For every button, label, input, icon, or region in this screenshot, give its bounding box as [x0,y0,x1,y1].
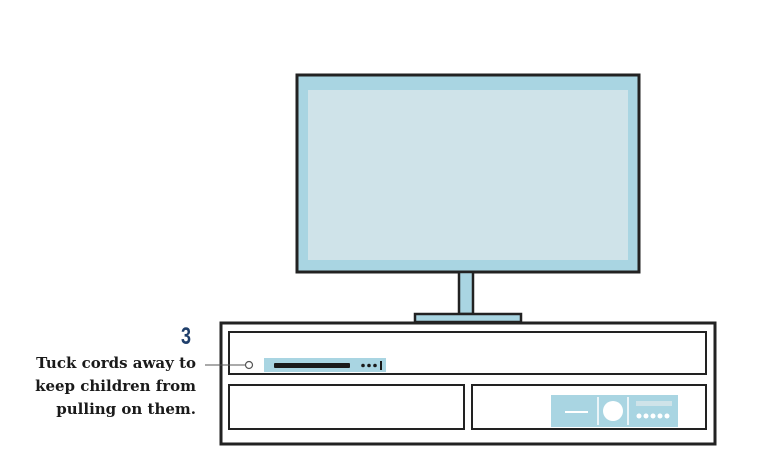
stereo-receiver-btn-1 [636,413,642,419]
media-player-port [380,361,382,370]
media-player [264,358,386,372]
stereo-receiver-knob [603,401,623,421]
callout-leader-dot [244,360,254,370]
stereo-receiver [551,395,678,427]
media-player-disc-slot [274,363,350,368]
callout-text: Tuck cords away to keep children from pu… [35,354,196,418]
stereo-receiver-btn-2 [643,413,649,419]
tv-screen [308,90,628,260]
stereo-receiver-btn-3 [650,413,656,419]
cabinet-top-shelf [228,331,707,375]
tv-stand-neck [457,270,475,316]
callout-leader [205,360,254,370]
stereo-receiver-btn-4 [657,413,663,419]
media-player-button-2 [367,363,371,368]
media-player-button-1 [361,363,365,368]
cabinet-lower-left-compartment [228,384,465,430]
media-player-button-3 [373,363,377,368]
tv [295,73,641,324]
stereo-receiver-btn-5 [664,413,670,419]
callout-number: 3 [181,323,191,350]
tv-stand-base [413,312,523,324]
stereo-receiver-buttons-top [636,401,672,406]
